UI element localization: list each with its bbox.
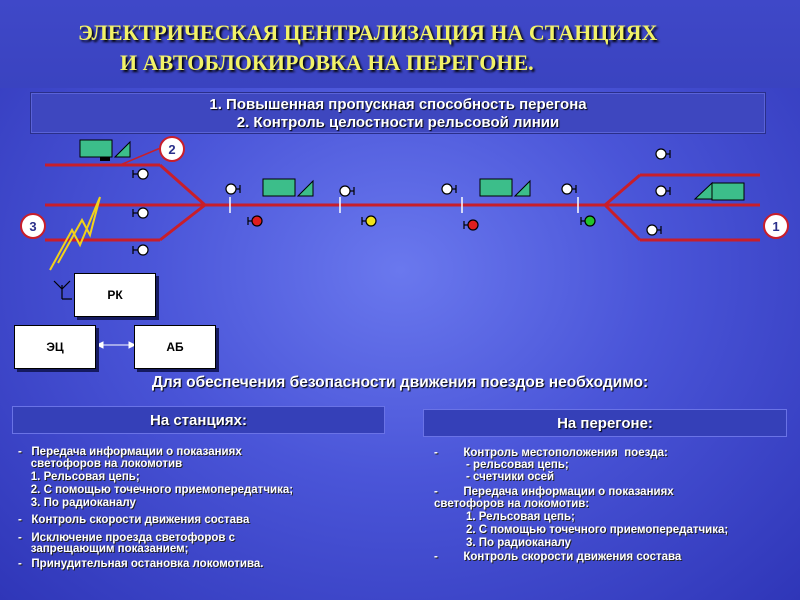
list-item: - рельсовая цепь;	[434, 459, 569, 471]
signal-icon	[247, 215, 263, 227]
stations-list: - Передача информации о показаниях свето…	[18, 446, 398, 576]
header-item-1: 1. Повышенная пропускная способность пер…	[209, 96, 587, 113]
link-arrow	[95, 341, 137, 349]
title-line-2: И АВТОБЛОКИРОВКА НА ПЕРЕГОНЕ.	[120, 50, 534, 75]
list-item: 2. С помощью точечного приемопередатчика…	[434, 524, 729, 536]
signal-icon	[441, 183, 457, 195]
train-icon	[693, 181, 745, 201]
list-item: 3. По радиоканалу	[434, 537, 572, 549]
list-item: - Контроль местоположения поезда:	[434, 447, 668, 459]
list-item: светофоров на локомотив	[18, 458, 183, 470]
track-switch-lower-right	[603, 203, 642, 242]
track-switch-lower-left	[159, 203, 206, 242]
list-item: - Контроль скорости движения состава	[18, 514, 250, 526]
list-item: - Передача информации о показаниях	[434, 486, 674, 498]
signal-icon	[561, 183, 577, 195]
middle-statement: Для обеспечения безопасности движения по…	[151, 374, 649, 391]
joints	[229, 197, 579, 213]
list-item: - Исключение проезда светофоров с	[18, 532, 236, 544]
list-item: запрещающим показанием;	[18, 543, 189, 555]
header-box: 1. Повышенная пропускная способность пер…	[30, 92, 766, 134]
signal-icon	[646, 224, 662, 236]
signal-icon	[339, 185, 355, 197]
signal-icon	[361, 215, 377, 227]
title-line-1: ЭЛЕКТРИЧЕСКАЯ ЦЕНТРАЛИЗАЦИЯ НА СТАНЦИЯХ	[78, 20, 658, 45]
badge-1: 1	[763, 213, 789, 239]
train-icon	[262, 178, 314, 197]
signal-icon	[463, 219, 479, 231]
haul-heading: На перегоне:	[423, 409, 787, 437]
antenna-icon	[53, 280, 72, 300]
tracks	[45, 163, 760, 242]
ab-block: АБ	[134, 325, 216, 369]
stations-heading: На станциях:	[12, 406, 385, 434]
list-item: светофоров на локомотив:	[434, 498, 590, 510]
list-item: - Принудительная остановка локомотива.	[18, 558, 264, 570]
list-item: 1. Рельсовая цепь;	[18, 471, 140, 483]
list-item: - счетчики осей	[434, 471, 555, 483]
header-item-2: 2. Контроль целостности рельсовой линии	[236, 114, 560, 131]
list-item: 1. Рельсовая цепь;	[434, 511, 575, 523]
title-bar: ЭЛЕКТРИЧЕСКАЯ ЦЕНТРАЛИЗАЦИЯ НА СТАНЦИЯХ …	[0, 0, 800, 88]
badge-3: 3	[20, 213, 46, 239]
list-item: - Передача информации о показаниях	[18, 446, 242, 458]
list-item: - Контроль скорости движения состава	[434, 551, 682, 563]
list-item: 3. По радиоканалу	[18, 497, 136, 509]
haul-list: - Контроль местоположения поезда: - рель…	[434, 447, 794, 567]
signal-icon	[655, 185, 671, 197]
signal-icon	[580, 215, 596, 227]
rk-block: РК	[74, 273, 156, 317]
lightning-icon	[49, 196, 101, 271]
signal-icon	[132, 168, 149, 180]
ec-block: ЭЦ	[14, 325, 96, 369]
track-switch-upper-right	[604, 173, 641, 207]
train-icon	[479, 178, 531, 197]
signal-icon	[655, 148, 671, 160]
track-diagram	[45, 139, 760, 349]
signal-icon	[132, 207, 149, 219]
train-icon	[79, 139, 131, 161]
signals	[132, 148, 671, 256]
signal-icon	[132, 244, 149, 256]
badge-2: 2	[159, 136, 185, 162]
list-item: 2. С помощью точечного приемопередатчика…	[18, 484, 294, 496]
signal-icon	[225, 183, 241, 195]
track-switch-upper-left	[159, 163, 206, 207]
